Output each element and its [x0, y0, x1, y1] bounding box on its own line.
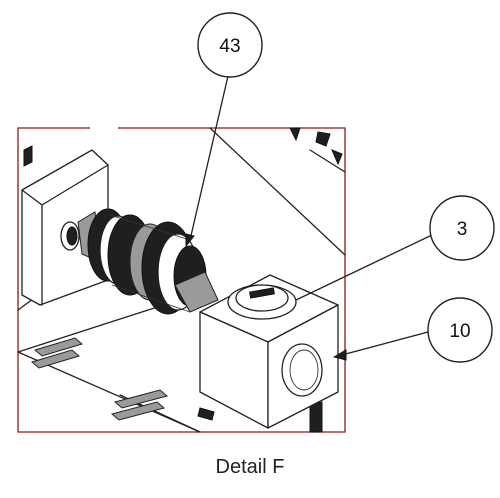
callout-43: 43 [197, 12, 263, 78]
callout-43-label: 43 [219, 36, 240, 57]
plug [227, 284, 297, 320]
callout-3: 3 [429, 195, 495, 261]
connector-assembly [60, 208, 219, 315]
detail-frame [17, 127, 346, 433]
callout-3-label: 3 [457, 219, 468, 240]
detail-caption: Detail F [215, 456, 285, 478]
bottom-slots [30, 337, 323, 433]
leader-lines [185, 75, 435, 361]
callout-10: 10 [427, 297, 493, 363]
callout-10-label: 10 [449, 321, 470, 342]
